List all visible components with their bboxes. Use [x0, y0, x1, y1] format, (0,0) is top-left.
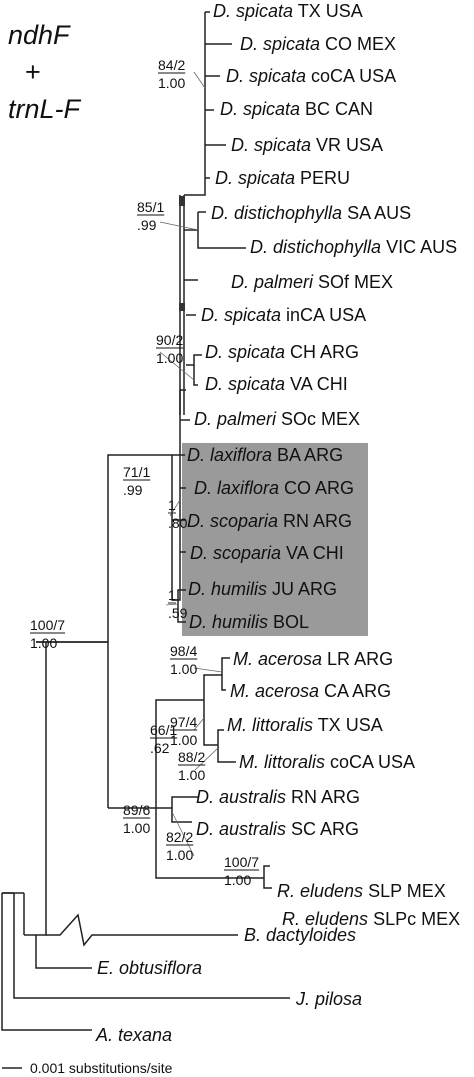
taxon-label: M. littoralis coCA USA — [239, 752, 415, 772]
taxon-label: D. spicata CH ARG — [205, 342, 359, 362]
taxon-label: D. laxiflora BA ARG — [187, 445, 343, 465]
taxon-label: D. spicata CO MEX — [240, 34, 396, 54]
support-values: 84/21.0085/1.9990/21.0071/1.991.801.5910… — [30, 57, 259, 888]
support-bootstrap: 71/1 — [123, 464, 150, 480]
support-posterior: .80 — [168, 515, 188, 531]
support-value: 85/1 .99 — [137, 199, 164, 233]
support-posterior: .99 — [123, 482, 143, 498]
support-bootstrap: 88/2 — [178, 749, 205, 765]
support-posterior: 1.00 — [123, 820, 150, 836]
support-value: 1.80 — [168, 497, 188, 531]
support-bootstrap: 66/1 — [150, 722, 177, 738]
support-posterior: .62 — [150, 740, 170, 756]
support-value: 66/1 .62 — [150, 722, 177, 756]
taxon-label: D. palmeri SOc MEX — [194, 409, 360, 429]
taxon-label: D. spicata VA CHI — [205, 374, 348, 394]
support-posterior: 1.00 — [156, 350, 183, 366]
taxon-label: D. spicata PERU — [215, 168, 350, 188]
tree-branches — [1, 11, 290, 1031]
support-value: 97/4 1.00 — [170, 714, 197, 748]
taxon-label: D. scoparia RN ARG — [187, 511, 352, 531]
taxon-label: D. humilis JU ARG — [188, 579, 337, 599]
taxon-label: D. spicata VR USA — [231, 135, 383, 155]
taxon-label: M. littoralis TX USA — [227, 715, 383, 735]
support-bootstrap: 100/7 — [30, 617, 65, 633]
taxon-label: D. spicata BC CAN — [220, 99, 373, 119]
support-leaders — [159, 71, 223, 857]
taxon-label: D. spicata coCA USA — [226, 66, 396, 86]
support-bootstrap: 89/6 — [123, 802, 150, 818]
taxon-label: R. eludens SLP MEX — [277, 881, 446, 901]
taxon-label: D. palmeri SOf MEX — [231, 272, 393, 292]
taxon-label: D. humilis BOL — [189, 612, 309, 632]
support-value: 88/2 1.00 — [178, 749, 205, 783]
support-value: 1.59 — [168, 587, 188, 621]
support-bootstrap: 84/2 — [158, 57, 185, 73]
taxon-label: D. australis SC ARG — [196, 819, 359, 839]
support-bootstrap: 82/2 — [166, 829, 193, 845]
gene-label-ndhf: ndhF — [8, 20, 71, 50]
support-value: 84/2 1.00 — [158, 57, 185, 91]
taxon-label: D. scoparia VA CHI — [190, 543, 344, 563]
taxon-label: M. acerosa LR ARG — [233, 649, 393, 669]
support-bootstrap: 100/7 — [224, 854, 259, 870]
support-posterior: .99 — [137, 217, 157, 233]
taxon-label: A. texana — [95, 1025, 172, 1045]
support-posterior: .59 — [168, 605, 188, 621]
taxon-label: D. distichophylla VIC AUS — [250, 237, 457, 257]
support-value: 100/7 1.00 — [30, 617, 65, 651]
taxon-label: B. dactyloides — [244, 925, 356, 945]
support-bootstrap: 1 — [168, 497, 176, 513]
gene-label-trnlf: trnL-F — [8, 94, 82, 124]
taxon-label: E. obtusiflora — [97, 958, 202, 978]
taxon-label: J. pilosa — [295, 989, 362, 1009]
support-bootstrap: 90/2 — [156, 332, 183, 348]
taxon-label: D. australis RN ARG — [196, 787, 360, 807]
taxon-label: D. distichophylla SA AUS — [211, 203, 411, 223]
taxon-labels: D. spicata TX USA D. spicata CO MEX D. spi… — [95, 1, 460, 1045]
plus-sign: + — [25, 57, 41, 87]
taxon-label: D. spicata inCA USA — [201, 305, 366, 325]
support-posterior: 1.00 — [166, 847, 193, 863]
support-value: 71/1 .99 — [123, 464, 150, 498]
scale-label: 0.001 substitutions/site — [30, 1060, 173, 1076]
support-bootstrap: 97/4 — [170, 714, 197, 730]
support-bootstrap: 1 — [168, 587, 176, 603]
support-posterior: 1.00 — [170, 661, 197, 677]
support-posterior: 1.00 — [158, 75, 185, 91]
taxon-label: D. spicata TX USA — [213, 1, 363, 21]
support-bootstrap: 98/4 — [170, 643, 197, 659]
support-value: 82/2 1.00 — [166, 829, 193, 863]
highlight-box — [182, 443, 368, 636]
taxon-label: D. laxiflora CO ARG — [194, 478, 354, 498]
support-value: 98/4 1.00 — [170, 643, 197, 677]
support-posterior: 1.00 — [170, 732, 197, 748]
taxon-label: R. eludens SLPc MEX — [282, 909, 460, 929]
support-posterior: 1.00 — [178, 767, 205, 783]
support-posterior: 1.00 — [30, 635, 57, 651]
support-bootstrap: 85/1 — [137, 199, 164, 215]
taxon-label: M. acerosa CA ARG — [230, 681, 391, 701]
support-value: 89/6 1.00 — [123, 802, 150, 836]
support-posterior: 1.00 — [224, 872, 251, 888]
support-value: 100/7 1.00 — [224, 854, 259, 888]
support-value: 90/2 1.00 — [156, 332, 183, 366]
